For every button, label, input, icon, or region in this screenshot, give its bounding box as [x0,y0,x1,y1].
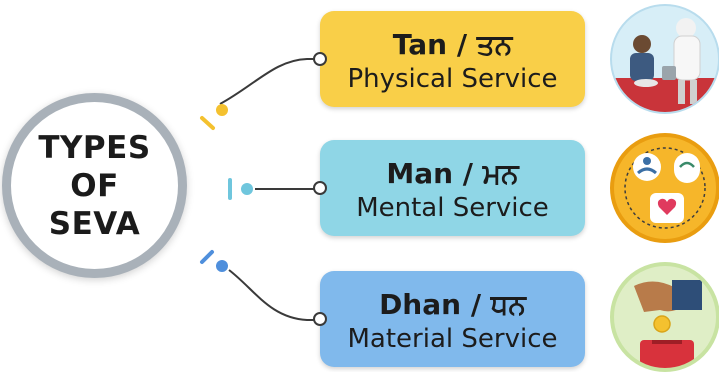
seva-card-man: Man / ਮਨ Mental Service [313,140,585,236]
seva-name: Tan / ਤਨ [392,28,513,61]
seva-description: Physical Service [347,64,558,94]
card-connector-dot [313,181,327,195]
connector-dhan [228,269,315,321]
connector-tan-dot [216,104,228,116]
hub-title: TYPES OF SEVA [38,129,151,242]
connector-tan [219,58,315,105]
connector-tan-tick [200,116,215,130]
seva-description: Material Service [347,324,558,354]
seva-name: Man / ਮਨ [386,157,519,190]
seva-description: Mental Service [356,193,549,223]
connector-dhan-tick [200,250,214,264]
card-connector-dot [313,312,327,326]
connector-man-dot [241,183,253,195]
seva-name: Dhan / ਧਨ [379,288,526,321]
types-of-seva-hub: TYPES OF SEVA [2,93,187,278]
meditation-mind-heart-illustration-icon [610,133,719,243]
seva-card-dhan: Dhan / ਧਨ Material Service [313,271,585,367]
card-connector-dot [313,52,327,66]
connector-dhan-dot [216,260,228,272]
seva-card-tan: Tan / ਤਨ Physical Service [313,11,585,107]
serving-food-illustration-icon [610,4,719,114]
donation-coin-box-illustration-icon [610,262,719,372]
